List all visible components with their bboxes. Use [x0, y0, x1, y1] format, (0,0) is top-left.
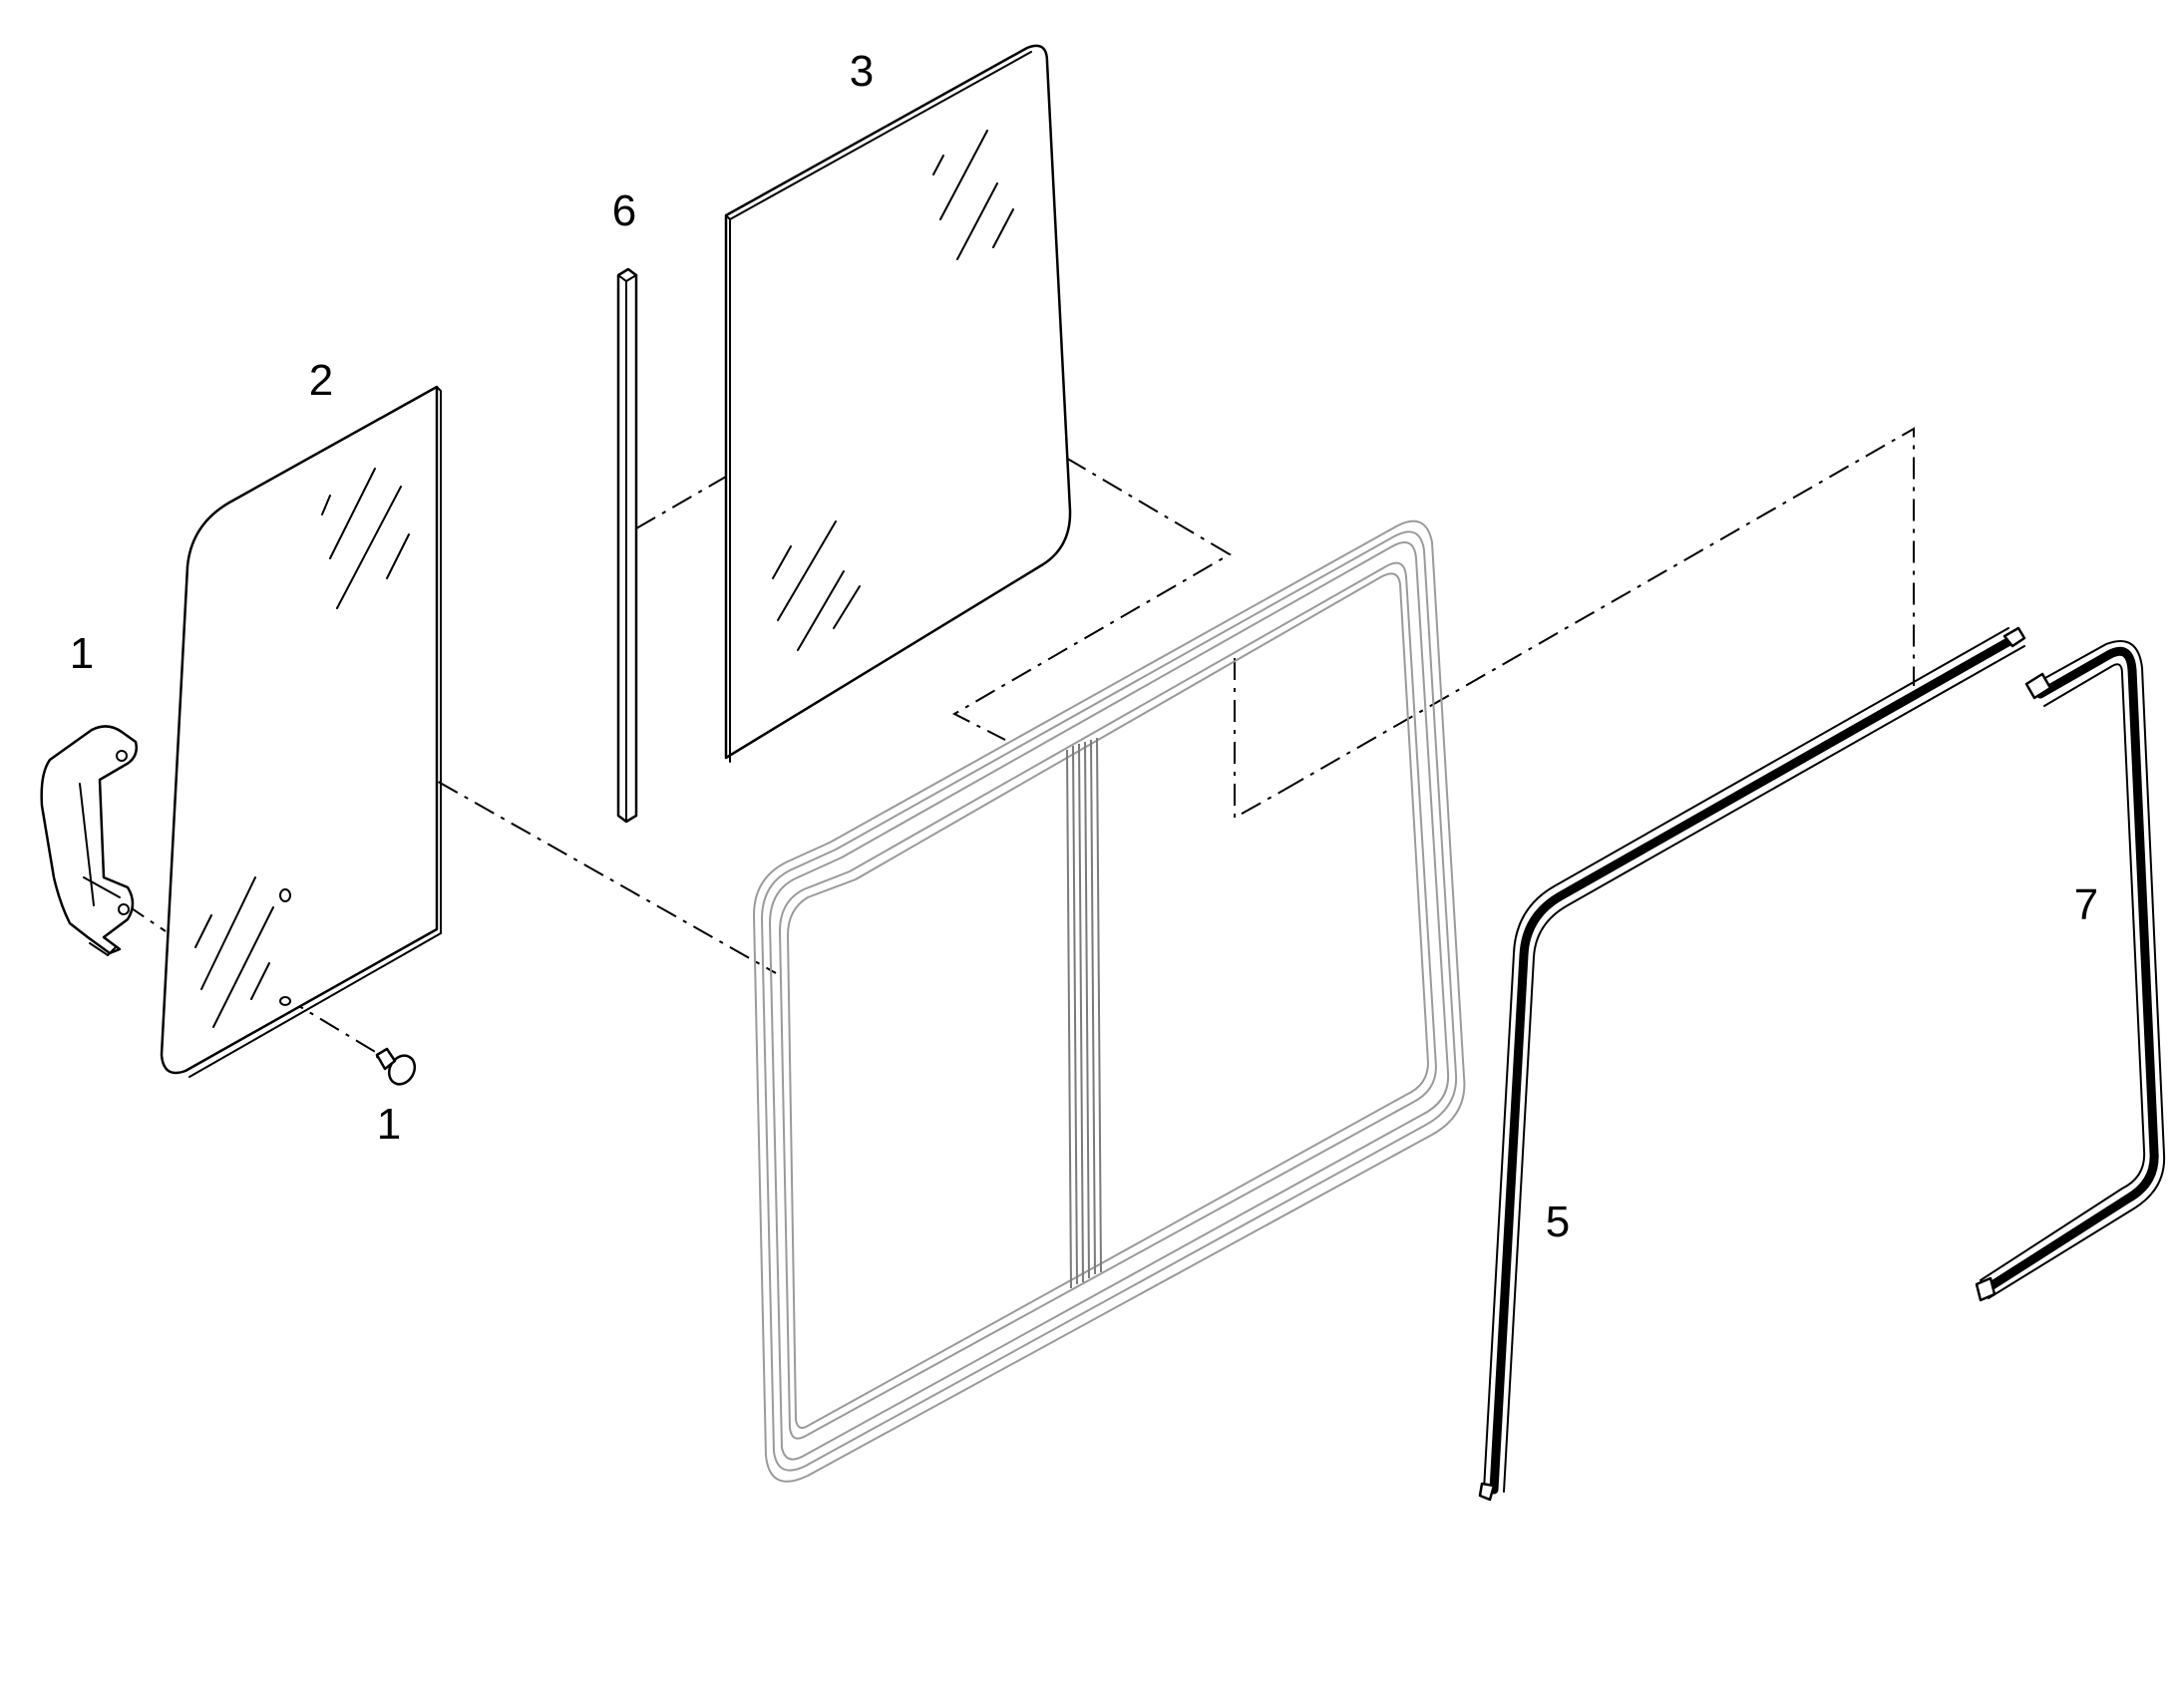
seal-strip-bottom — [1478, 626, 2026, 1502]
seal-strip-side — [1975, 640, 2166, 1302]
callout-glass-left: 2 — [309, 356, 333, 405]
mount-hole — [279, 888, 291, 902]
glass-pane-left — [160, 385, 442, 1078]
callout-seal-side: 7 — [2074, 880, 2098, 929]
callout-knob: 1 — [377, 1100, 401, 1149]
divider-strip — [616, 267, 638, 824]
callout-divider-strip: 6 — [612, 186, 636, 235]
callout-handle: 1 — [70, 629, 94, 678]
glass-pane-right — [724, 44, 1072, 763]
window-frame — [753, 519, 1466, 1483]
glass-reflection-marks — [772, 130, 1014, 651]
callout-seal-bottom: 5 — [1546, 1197, 1570, 1246]
callout-labels: 1 1 2 3 5 6 7 — [70, 47, 2098, 1246]
callout-glass-right: 3 — [850, 47, 874, 96]
frame-center-divider — [1066, 737, 1102, 1289]
glass-reflection-marks — [194, 468, 410, 1028]
handle-part — [40, 725, 138, 957]
knob-part — [375, 1047, 417, 1086]
mount-hole — [279, 996, 291, 1006]
